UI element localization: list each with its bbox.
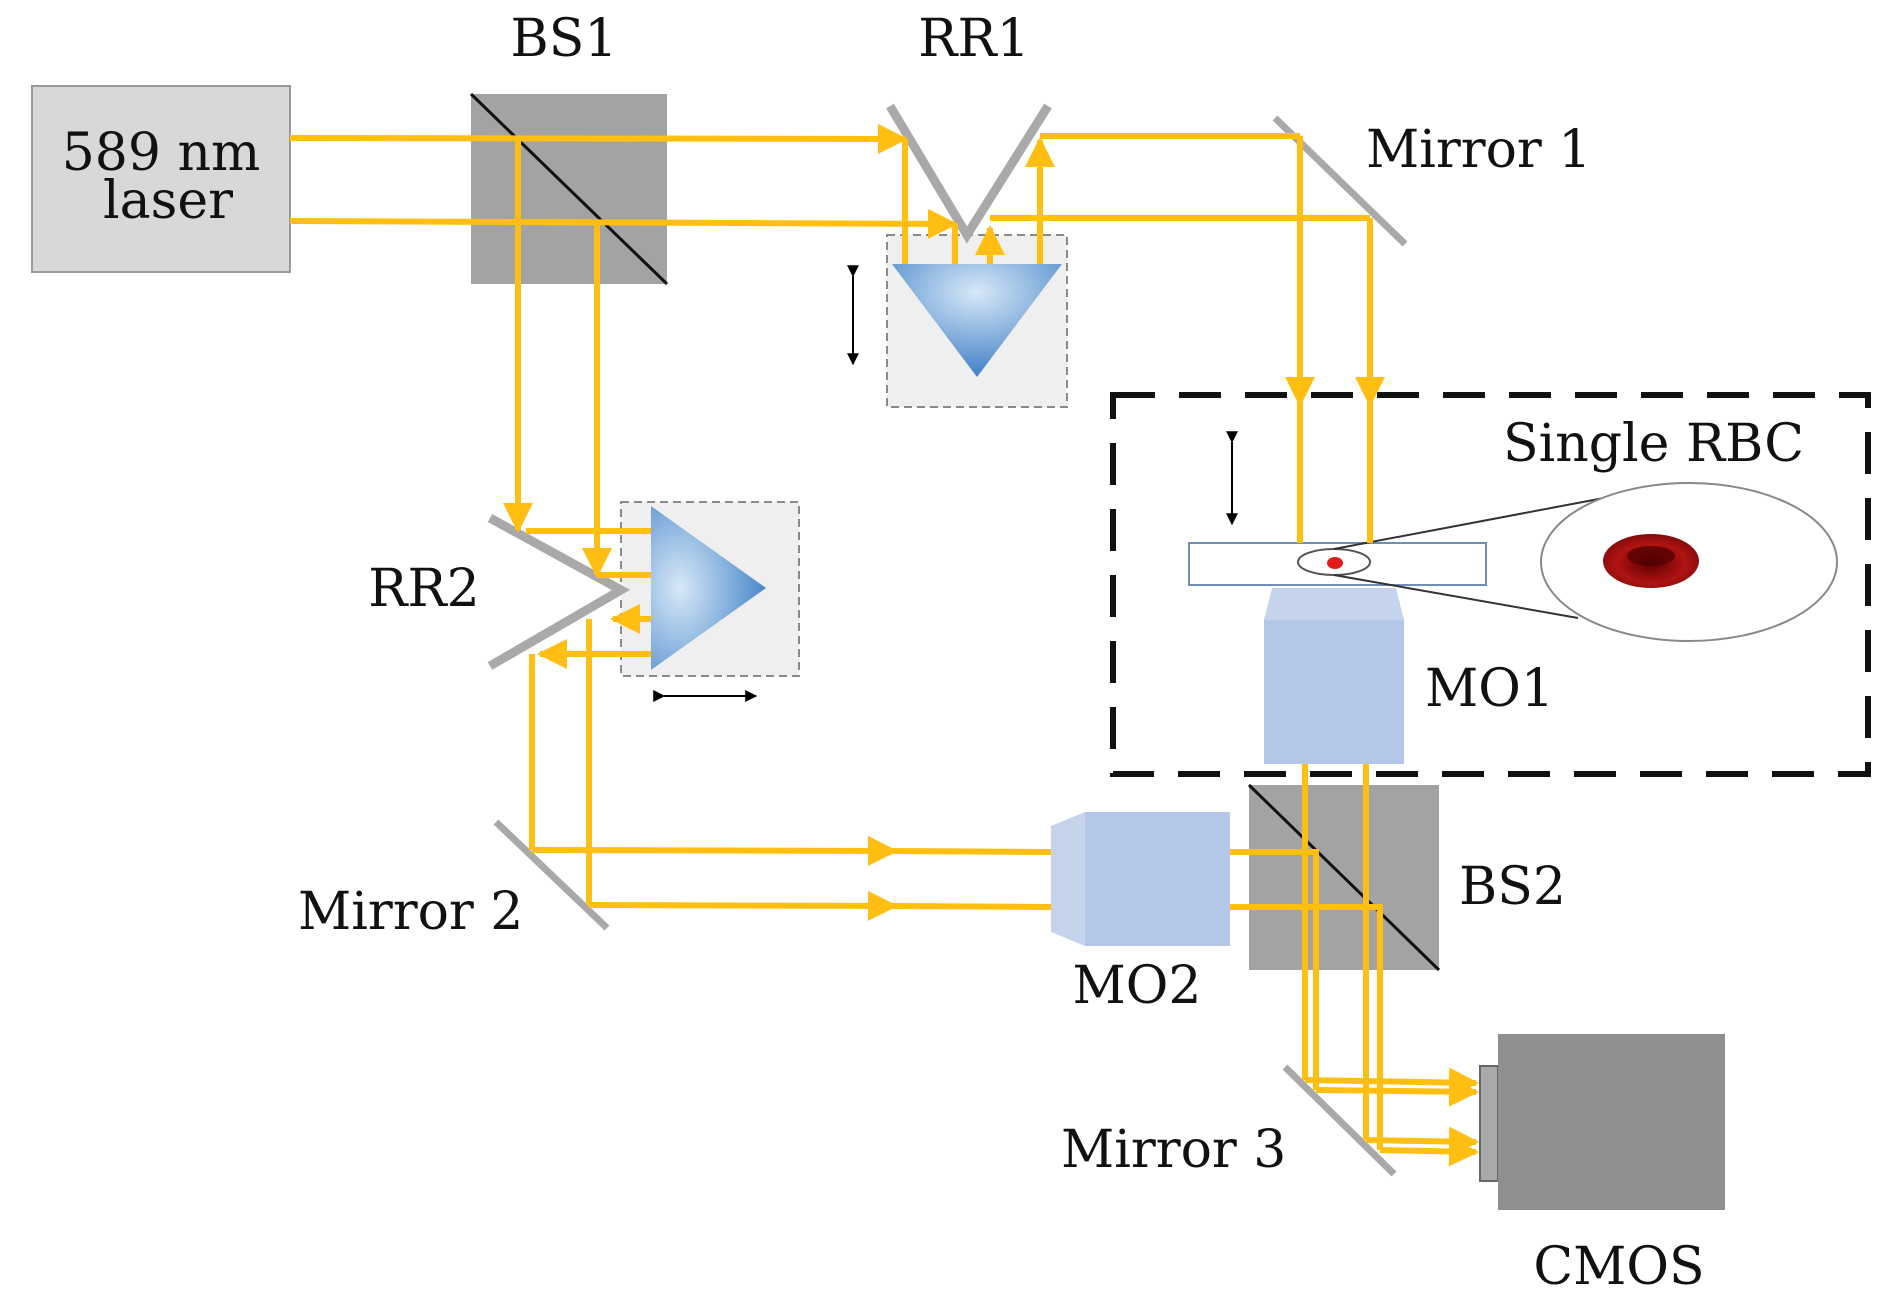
beam-mirror2-to-mo2-lower	[588, 890, 898, 921]
rr1-mirror	[886, 103, 1052, 244]
beam-mirror2-to-mo2-lower-b	[879, 903, 1052, 910]
beam-laser-lower	[289, 208, 958, 239]
rr2-mirror	[487, 514, 631, 670]
beam-mirror2-to-mo2-upper	[531, 835, 898, 866]
rr2-label: RR2	[368, 559, 479, 619]
laser-box	[31, 85, 291, 273]
beam-mirror3-to-cmos-c	[1365, 1126, 1479, 1157]
zoom-line-bottom	[1333, 574, 1579, 619]
mo2-body	[1085, 812, 1230, 946]
bs1-label: BS1	[511, 9, 618, 69]
mirror3-label: Mirror 3	[1061, 1120, 1286, 1180]
beam-laser-upper	[289, 123, 908, 154]
zoom-line-top	[1333, 497, 1605, 550]
mirror2-label: Mirror 2	[298, 882, 523, 942]
beam-splitter-1-diagonal	[469, 92, 669, 286]
rr1-label: RR1	[918, 9, 1029, 69]
cmos-camera	[1498, 1034, 1725, 1210]
laser-label-line1: 589 nm	[62, 123, 261, 183]
rr1-prism	[892, 264, 1062, 377]
mirror-3	[1282, 1064, 1397, 1177]
single-rbc-label: Single RBC	[1503, 414, 1804, 474]
mirror-2	[493, 819, 610, 931]
beam-paths	[289, 123, 1479, 1167]
mo1-body	[1264, 620, 1404, 764]
beam-mirror3-to-cmos-b	[1315, 1076, 1479, 1107]
mo2-tip	[1051, 812, 1085, 946]
beam-mirror3-to-cmos-d	[1379, 1136, 1479, 1167]
sample-region-box	[1110, 392, 1871, 777]
rbc-cell-center	[1627, 546, 1675, 566]
beam-mirror3-to-cmos-a	[1304, 1067, 1479, 1098]
mo1-tip	[1264, 588, 1404, 620]
bs2-label: BS2	[1459, 857, 1566, 917]
rr2-prism	[651, 506, 766, 670]
mo2-label: MO2	[1073, 956, 1202, 1016]
mo1-label: MO1	[1425, 659, 1554, 719]
mirror1-label: Mirror 1	[1366, 120, 1591, 180]
rbc-dot	[1327, 557, 1343, 569]
beam-mirror2-to-mo2-upper-b	[879, 848, 1052, 855]
beam-splitter-2-diagonal	[1247, 783, 1441, 972]
cmos-sensor-window	[1479, 1065, 1499, 1182]
laser-label-line2: laser	[103, 171, 233, 231]
beam-mo2-to-bs2-b	[1230, 904, 1383, 1150]
cmos-label: CMOS	[1533, 1237, 1704, 1297]
beam-mo2-to-bs2-a	[1230, 849, 1319, 1090]
